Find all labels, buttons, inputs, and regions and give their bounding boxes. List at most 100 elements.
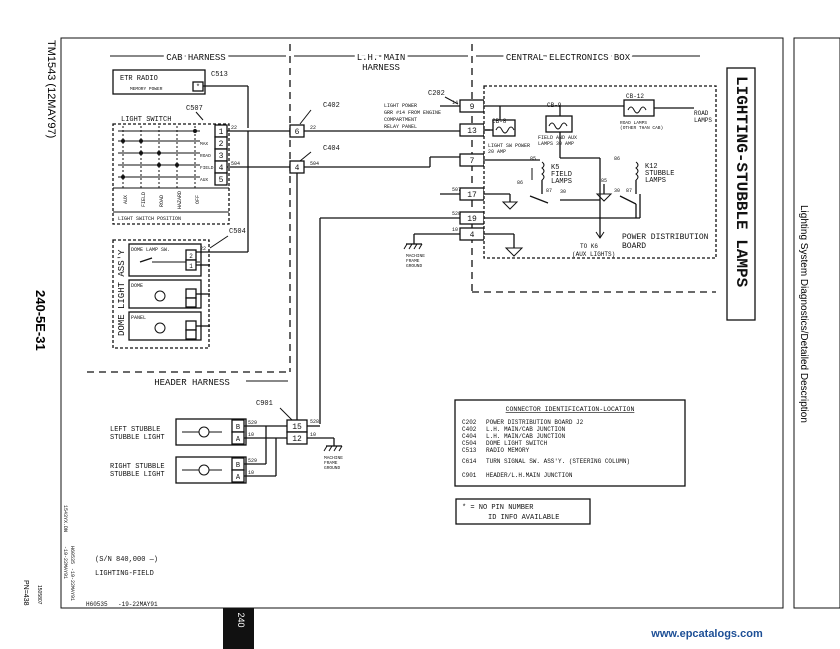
svg-text:ROAD LAMPS: ROAD LAMPS	[620, 120, 647, 126]
svg-text:(OTHER THAN CAB): (OTHER THAN CAB)	[620, 125, 663, 131]
legend-line-2: ID INFO AVAILABLE	[488, 514, 559, 522]
light-switch-label: LIGHT SWITCH	[121, 116, 171, 124]
to-k6: TO K6	[580, 243, 598, 250]
dome-assy-label: DOME LIGHT ASS'Y	[117, 249, 127, 336]
svg-text:20 AMP: 20 AMP	[488, 149, 506, 155]
label-lh-harness: HARNESS	[362, 63, 400, 73]
diagram-caption: LIGHTING-FIELD	[95, 570, 154, 578]
legend-line-1: * = NO PIN NUMBER	[462, 504, 534, 512]
svg-text:A: A	[236, 436, 241, 444]
svg-text:22: 22	[231, 125, 237, 131]
svg-text:TURN SIGNAL SW. ASS'Y. (STEERI: TURN SIGNAL SW. ASS'Y. (STEERING COLUMN)	[486, 458, 630, 465]
svg-text:528: 528	[310, 419, 319, 425]
svg-text:FRAME: FRAME	[406, 258, 420, 264]
c504-label: C504	[229, 228, 246, 236]
svg-text:L.H. MAIN/CAB JUNCTION: L.H. MAIN/CAB JUNCTION	[486, 426, 566, 433]
svg-text:HEADER/L.H.MAIN JUNCTION: HEADER/L.H.MAIN JUNCTION	[486, 472, 573, 479]
label-lh-main: L.H. MAIN	[357, 53, 406, 63]
left-stubble-1: LEFT STUBBLE	[110, 426, 160, 434]
pn-label: PN=438	[22, 580, 29, 606]
label-cab-harness: CAB HARNESS	[166, 53, 225, 63]
svg-text:MAX: MAX	[200, 141, 208, 147]
dome-lamp-sw-box	[128, 243, 202, 277]
c202-label: C202	[428, 90, 445, 98]
svg-text:9: 9	[470, 103, 475, 112]
connector-table-rows: C202 POWER DISTRIBUTION BOARD J2 C402 L.…	[462, 419, 630, 479]
svg-text:LAMPS 30 AMP: LAMPS 30 AMP	[538, 141, 574, 147]
svg-text:2: 2	[189, 253, 193, 260]
pdb-label-2: BOARD	[622, 242, 646, 251]
connector-table	[454, 399, 686, 487]
svg-text:LAMPS: LAMPS	[645, 177, 666, 185]
svg-text:10: 10	[310, 432, 316, 438]
page-stamp: 1505807	[36, 585, 42, 605]
ground-symbol-top	[403, 243, 423, 250]
c402-label: C402	[323, 102, 340, 110]
svg-text:1: 1	[189, 263, 193, 270]
c507-label: C507	[186, 105, 203, 113]
cb12-label: CB-12	[626, 93, 644, 100]
svg-text:FIELD: FIELD	[551, 171, 572, 179]
svg-text:6: 6	[295, 128, 300, 137]
svg-text:AUX: AUX	[200, 177, 208, 183]
svg-text:L.H. MAIN/CAB JUNCTION: L.H. MAIN/CAB JUNCTION	[486, 433, 566, 440]
k12-label: K12	[645, 163, 658, 171]
svg-text:504: 504	[231, 161, 240, 167]
svg-text:15: 15	[292, 423, 302, 432]
svg-text:22: 22	[310, 125, 316, 131]
etr-radio-label: ETR RADIO	[120, 75, 158, 83]
file-date: -19-22MAY91	[62, 546, 68, 579]
svg-text:22: 22	[200, 246, 206, 252]
svg-text:C404: C404	[462, 433, 477, 440]
svg-text:507: 507	[452, 187, 461, 193]
cb8-label: CB-8	[492, 118, 507, 125]
svg-text:LIGHT SW POWER: LIGHT SW POWER	[488, 143, 530, 149]
svg-text:GROUND: GROUND	[324, 465, 341, 471]
svg-text:A: A	[236, 474, 241, 482]
svg-text:504: 504	[310, 161, 319, 167]
title-box	[726, 67, 756, 321]
svg-text:1: 1	[219, 128, 224, 137]
ground-symbol-bottom	[323, 445, 343, 452]
svg-text:30: 30	[614, 188, 620, 194]
light-power-4: RELAY PANEL	[384, 124, 417, 130]
svg-text:7: 7	[470, 157, 475, 166]
diagram-title: LIGHTING-STUBBLE LAMPS	[732, 76, 750, 288]
svg-text:PANEL: PANEL	[131, 315, 146, 321]
fig-id-small: H60535	[69, 546, 75, 564]
svg-text:529: 529	[248, 458, 257, 464]
page-number: 240-5E-31	[33, 290, 48, 351]
cb9-box	[545, 115, 573, 133]
etr-radio-box	[112, 69, 206, 95]
svg-text:4: 4	[295, 164, 300, 173]
svg-text:13: 13	[467, 127, 477, 136]
svg-text:C614: C614	[462, 458, 477, 465]
svg-text:FIELD: FIELD	[200, 165, 214, 171]
k5-coil	[541, 161, 545, 181]
svg-text:C402: C402	[462, 426, 477, 433]
svg-text:4: 4	[219, 164, 224, 173]
road-lamps-1: ROAD	[694, 110, 709, 117]
label-ceb: CENTRAL ELECTRONICS BOX	[506, 53, 631, 63]
svg-text:FRAME: FRAME	[324, 460, 338, 466]
svg-text:ROAD: ROAD	[200, 153, 211, 159]
svg-text:5: 5	[219, 176, 224, 185]
svg-text:LAMPS: LAMPS	[551, 178, 572, 186]
svg-text:POWER DISTRIBUTION BOARD J2: POWER DISTRIBUTION BOARD J2	[486, 419, 584, 426]
right-stubble-1: RIGHT STUBBLE	[110, 463, 165, 471]
tm-number: TM1543 (12MAY97)	[45, 40, 57, 138]
page-frame	[60, 37, 784, 609]
svg-text:B: B	[236, 462, 240, 470]
svg-text:86: 86	[517, 180, 523, 186]
svg-text:17: 17	[467, 191, 477, 200]
pdb-label-1: POWER DISTRIBUTION	[622, 233, 709, 242]
right-stubble-2: STUBBLE LIGHT	[110, 471, 165, 479]
label-header-harness: HEADER HARNESS	[154, 378, 230, 388]
svg-text:10: 10	[452, 227, 458, 233]
svg-text:86: 86	[614, 156, 620, 162]
switch-col-road: ROAD	[159, 195, 165, 207]
k5-label: K5	[551, 164, 559, 172]
svg-text:19: 19	[467, 215, 477, 224]
svg-text:85: 85	[530, 156, 536, 162]
